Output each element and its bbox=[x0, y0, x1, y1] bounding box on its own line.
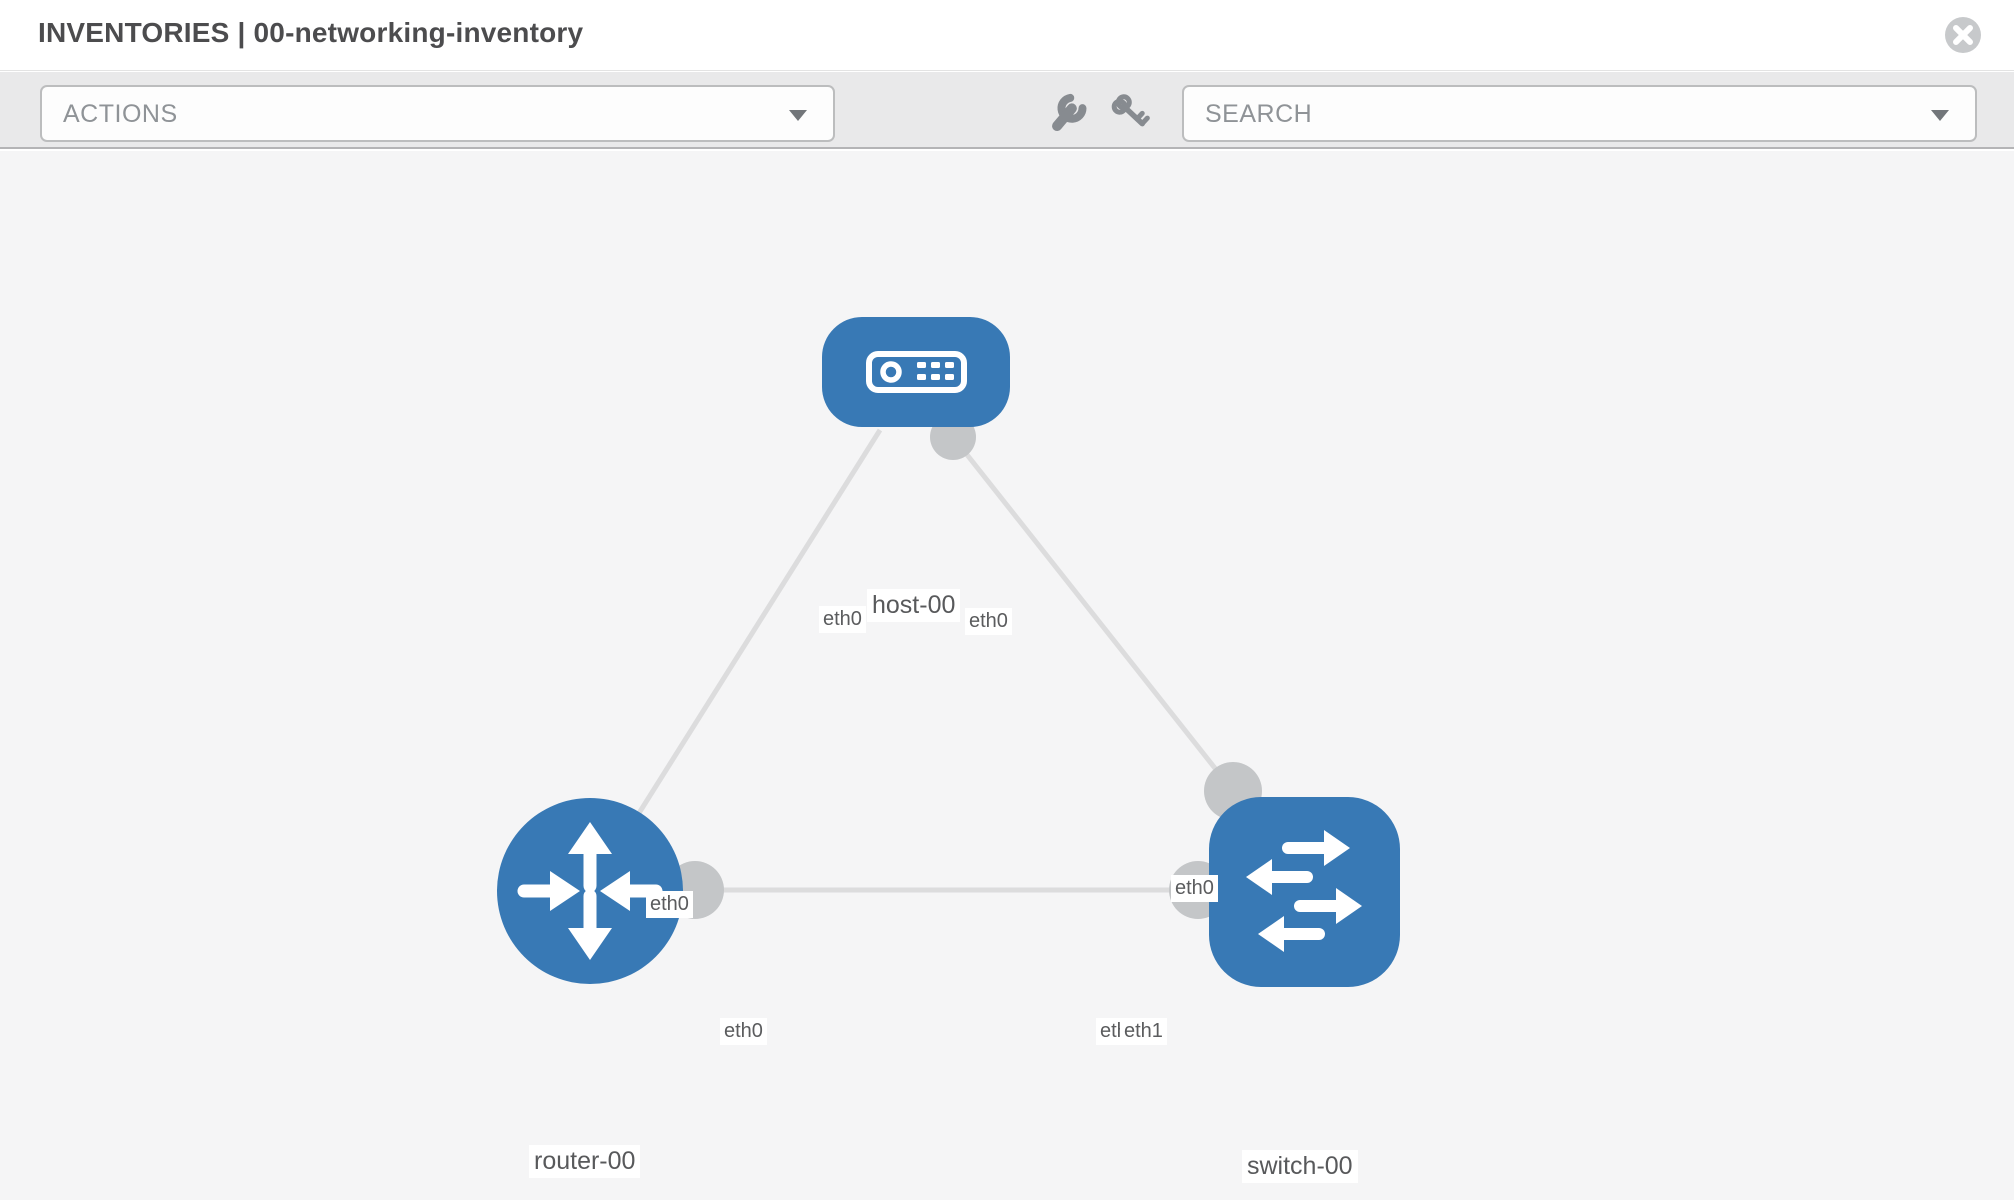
node-label-router: router-00 bbox=[529, 1145, 641, 1178]
actions-dropdown[interactable]: ACTIONS bbox=[40, 85, 835, 142]
toolbar: ACTIONS SEARCH bbox=[0, 72, 2014, 149]
interface-label-eth0: eth0 bbox=[1171, 875, 1218, 902]
node-label-switch: switch-00 bbox=[1242, 1150, 1358, 1183]
interface-label-eth0: eth0 bbox=[646, 891, 693, 918]
breadcrumb-inventory-name: 00-networking-inventory bbox=[253, 17, 584, 48]
link-host-switch bbox=[951, 435, 1235, 793]
topology-canvas[interactable]: host-00 router-00 switch-00 eth0 eth0 et… bbox=[0, 151, 2014, 1200]
node-host-00[interactable] bbox=[822, 317, 1010, 427]
search-dropdown-label: SEARCH bbox=[1205, 100, 1313, 128]
interface-label-overlap: eth0 eth1 bbox=[1096, 1018, 1216, 1048]
chevron-down-icon bbox=[1931, 110, 1949, 121]
actions-dropdown-label: ACTIONS bbox=[63, 100, 178, 128]
interface-label-eth0: eth0 bbox=[965, 608, 1012, 635]
interface-label-eth0: eth0 bbox=[819, 606, 866, 633]
interface-label-eth1: eth1 bbox=[1120, 1018, 1167, 1045]
close-icon[interactable] bbox=[1944, 16, 1982, 54]
search-dropdown[interactable]: SEARCH bbox=[1182, 85, 1977, 142]
key-icon[interactable] bbox=[1108, 92, 1154, 139]
header-bar: INVENTORIES | 00-networking-inventory bbox=[0, 0, 2014, 71]
chevron-down-icon bbox=[789, 110, 807, 121]
wrench-icon[interactable] bbox=[1046, 92, 1090, 139]
breadcrumb-section: INVENTORIES bbox=[38, 17, 230, 48]
switch-icon bbox=[1246, 830, 1362, 952]
breadcrumb-separator: | bbox=[237, 17, 246, 48]
node-switch-00[interactable] bbox=[1209, 797, 1400, 987]
node-label-host: host-00 bbox=[867, 589, 961, 622]
topology-graph bbox=[497, 317, 1400, 987]
page-title: INVENTORIES | 00-networking-inventory bbox=[38, 17, 583, 49]
host-icon bbox=[866, 351, 967, 393]
interface-label-eth0: eth0 bbox=[720, 1018, 767, 1045]
